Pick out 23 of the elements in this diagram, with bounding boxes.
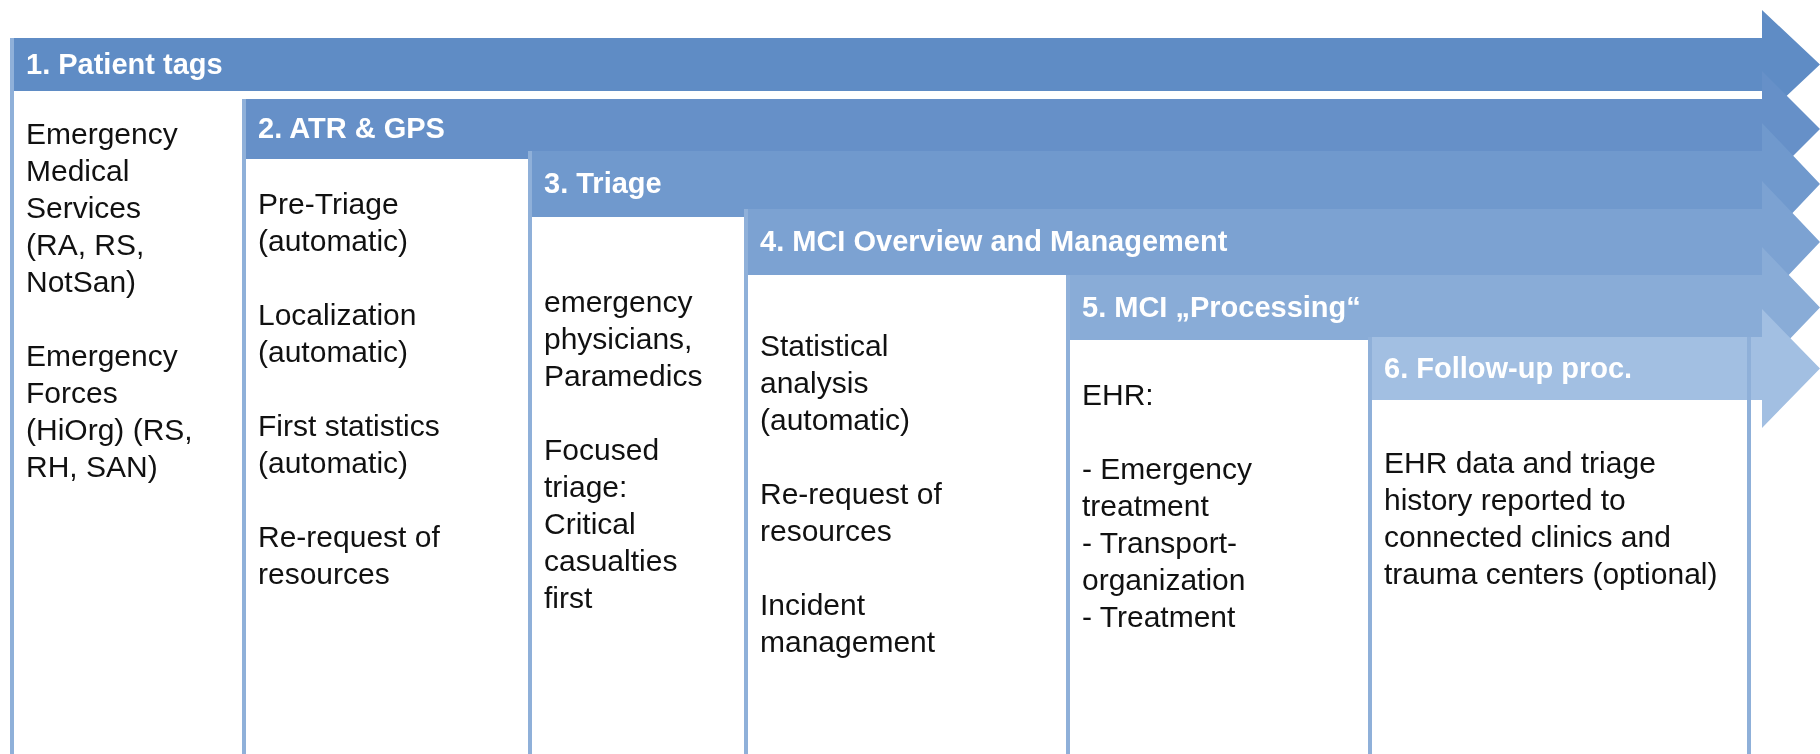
column-text: Focused triage: Critical casualties first <box>544 432 679 616</box>
column-text: Re-request of resources <box>258 519 441 592</box>
column-text: Pre-Triage (automatic) <box>258 186 410 259</box>
column-text: EHR data and triage history reported to connected clinics and trauma centers (optional) <box>1384 445 1719 592</box>
column-text: - Treatment <box>1082 599 1237 635</box>
column-text: - Transport-organization <box>1082 525 1247 598</box>
column-text: Incident management <box>760 587 937 660</box>
column-text: Re-request of resources <box>760 476 943 549</box>
column-text: Statistical analysis (automatic) <box>760 328 912 438</box>
stage-column <box>1368 337 1751 754</box>
column-text: - Emergency treatment <box>1082 451 1254 524</box>
column-text: Emergency Medical Services (RA, RS, NotSan) <box>26 116 179 300</box>
stage-heading: 5. MCI „Processing“ <box>1082 290 1361 324</box>
stage-heading: 6. Follow-up proc. <box>1384 351 1633 385</box>
stage-heading: 3. Triage <box>544 167 662 200</box>
stage-heading: 4. MCI Overview and Management <box>760 225 1228 258</box>
column-text: Emergency Forces (HiOrg) (RS, RH, SAN) <box>26 338 194 485</box>
column-text: emergency physicians, Paramedics <box>544 284 704 394</box>
column-text: First statistics (automatic) <box>258 408 441 481</box>
stage-heading: 2. ATR & GPS <box>258 112 445 145</box>
column-text: Localization (automatic) <box>258 297 418 370</box>
column-text: EHR: <box>1082 377 1155 413</box>
stage-heading: 1. Patient tags <box>26 47 223 81</box>
